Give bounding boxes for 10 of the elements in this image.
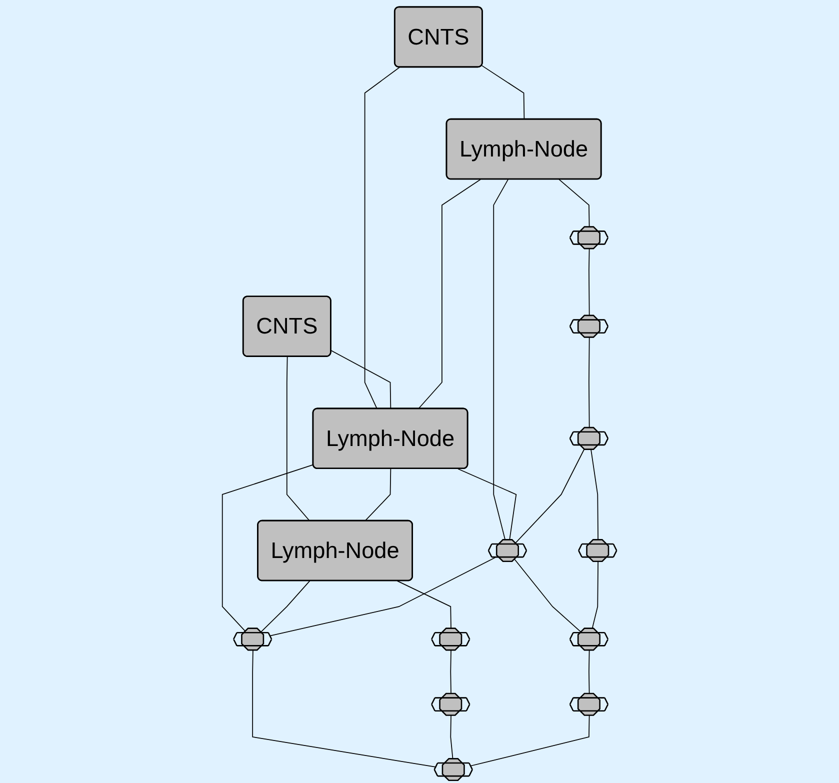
connector (418, 179, 481, 410)
connector (481, 65, 525, 120)
connector (270, 557, 496, 636)
connector (222, 464, 314, 634)
connector (364, 66, 400, 410)
connector (512, 557, 583, 634)
connector (259, 580, 310, 634)
connector (364, 468, 392, 522)
connector (286, 356, 310, 522)
connector (330, 350, 392, 410)
